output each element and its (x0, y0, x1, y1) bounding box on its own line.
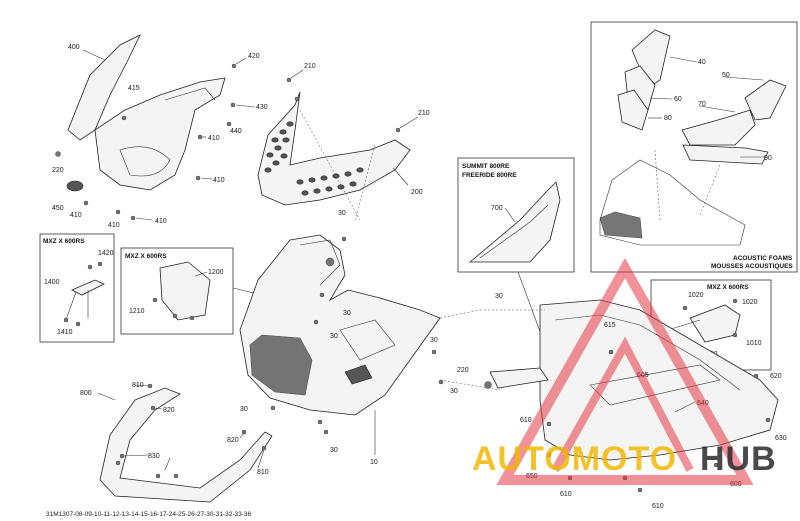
callout-415: 415 (128, 85, 140, 92)
callout-820: 820 (163, 407, 175, 414)
diagram-code: 31M1307-08-09-10-11-12-13-14-15-16-17-24… (46, 511, 252, 518)
callout-810: 810 (132, 382, 144, 389)
callout-400: 400 (68, 44, 80, 51)
panel-hole (356, 167, 364, 173)
callout-610: 610 (520, 417, 532, 424)
belly-pan (480, 299, 779, 493)
inset-title-line1: SUMMIT 800RE (462, 163, 510, 170)
panel-hole (325, 186, 333, 192)
watermark-text-hub: HUB (700, 440, 777, 478)
callout-40: 40 (698, 59, 706, 66)
callout-30: 30 (240, 406, 248, 413)
callout-630: 630 (775, 435, 787, 442)
callout-1200: 1200 (208, 269, 224, 276)
callout-430: 430 (256, 104, 268, 111)
panel-hole (271, 137, 279, 143)
callout-220: 220 (52, 167, 64, 174)
callout-30: 30 (338, 210, 346, 217)
callout-700: 700 (491, 205, 503, 212)
callout-30: 30 (430, 337, 438, 344)
panel-hole (301, 190, 309, 196)
callout-410: 410 (213, 177, 225, 184)
callout-620: 620 (770, 373, 782, 380)
inset-title: MXZ X 600RS (43, 238, 85, 245)
callout-810: 810 (257, 469, 269, 476)
callout-10: 10 (370, 459, 378, 466)
callout-615: 615 (604, 322, 616, 329)
callout-1210: 1210 (129, 308, 145, 315)
perforated-panel (257, 69, 419, 221)
callout-50: 50 (722, 72, 730, 79)
inset-mxz-left: MXZ X 600RS 1420 1400 1410 (39, 233, 115, 343)
callout-830: 830 (148, 453, 160, 460)
console-assembly (55, 34, 256, 221)
panel-hole (332, 173, 340, 179)
callout-410: 410 (208, 135, 220, 142)
panel-hole (308, 177, 316, 183)
callout-30: 30 (495, 293, 503, 300)
callout-220: 220 (457, 367, 469, 374)
callout-1410: 1410 (57, 329, 73, 336)
panel-hole (280, 153, 288, 159)
panel-hole (272, 160, 280, 166)
callout-410: 410 (70, 212, 82, 219)
callout-30: 30 (450, 388, 458, 395)
inset-title-line2: FREERIDE 800RE (462, 172, 517, 179)
panel-hole (266, 152, 274, 158)
panel-holes (264, 121, 364, 196)
inset-title: MXZ X 600RS (707, 284, 749, 291)
panel-hole (313, 188, 321, 194)
callout-210: 210 (418, 110, 430, 117)
callout-30: 30 (330, 447, 338, 454)
watermark-logo: AUTOMOTO HUB (472, 257, 777, 485)
callout-410: 410 (108, 222, 120, 229)
inset-title: MXZ X 600RS (125, 253, 167, 260)
callout-80: 80 (664, 115, 672, 122)
watermark-text-automoto: AUTOMOTO (472, 440, 677, 478)
panel-hole (274, 145, 282, 151)
inset-mxz-center: MXZ X 600RS 1200 1210 (120, 247, 263, 335)
callout-30: 30 (330, 333, 338, 340)
callout-30: 30 (343, 310, 351, 317)
callout-410: 410 (155, 218, 167, 225)
panel-hole (320, 175, 328, 181)
panel-hole (282, 137, 290, 143)
callout-420: 420 (248, 53, 260, 60)
callout-450: 450 (52, 205, 64, 212)
main-hood (239, 234, 501, 455)
acoustic-title-en: ACOUSTIC FOAMS (733, 255, 793, 262)
callout-1020: 1020 (688, 292, 704, 299)
callout-1400: 1400 (44, 279, 60, 286)
panel-hole (286, 121, 294, 127)
panel-hole (344, 171, 352, 177)
panel-hole (264, 167, 272, 173)
callout-200: 200 (411, 189, 423, 196)
panel-hole (349, 181, 357, 187)
inset-acoustic-foams: 40 50 60 70 80 90 ACOUSTIC FOAMS MOUSSES… (590, 21, 798, 273)
callout-610: 610 (652, 503, 664, 510)
inset-summit: SUMMIT 800RE FREERIDE 800RE 700 (457, 157, 575, 346)
acoustic-title-fr: MOUSSES ACOUSTIQUES (711, 263, 793, 270)
bumper (97, 383, 273, 503)
callout-90: 90 (764, 155, 772, 162)
callout-1020: 1020 (742, 299, 758, 306)
callout-820: 820 (227, 437, 239, 444)
console-labels: 400 415 420 430 440 410 410 220 450 410 … (52, 44, 268, 229)
panel-hole (296, 179, 304, 185)
callout-440: 440 (230, 128, 242, 135)
callout-210: 210 (304, 63, 316, 70)
callout-1010: 1010 (746, 340, 762, 347)
callout-800: 800 (80, 390, 92, 397)
panel-hole (279, 129, 287, 135)
callout-60: 60 (674, 96, 682, 103)
callout-1420: 1420 (98, 250, 114, 257)
callout-610: 610 (560, 491, 572, 498)
callout-70: 70 (698, 101, 706, 108)
